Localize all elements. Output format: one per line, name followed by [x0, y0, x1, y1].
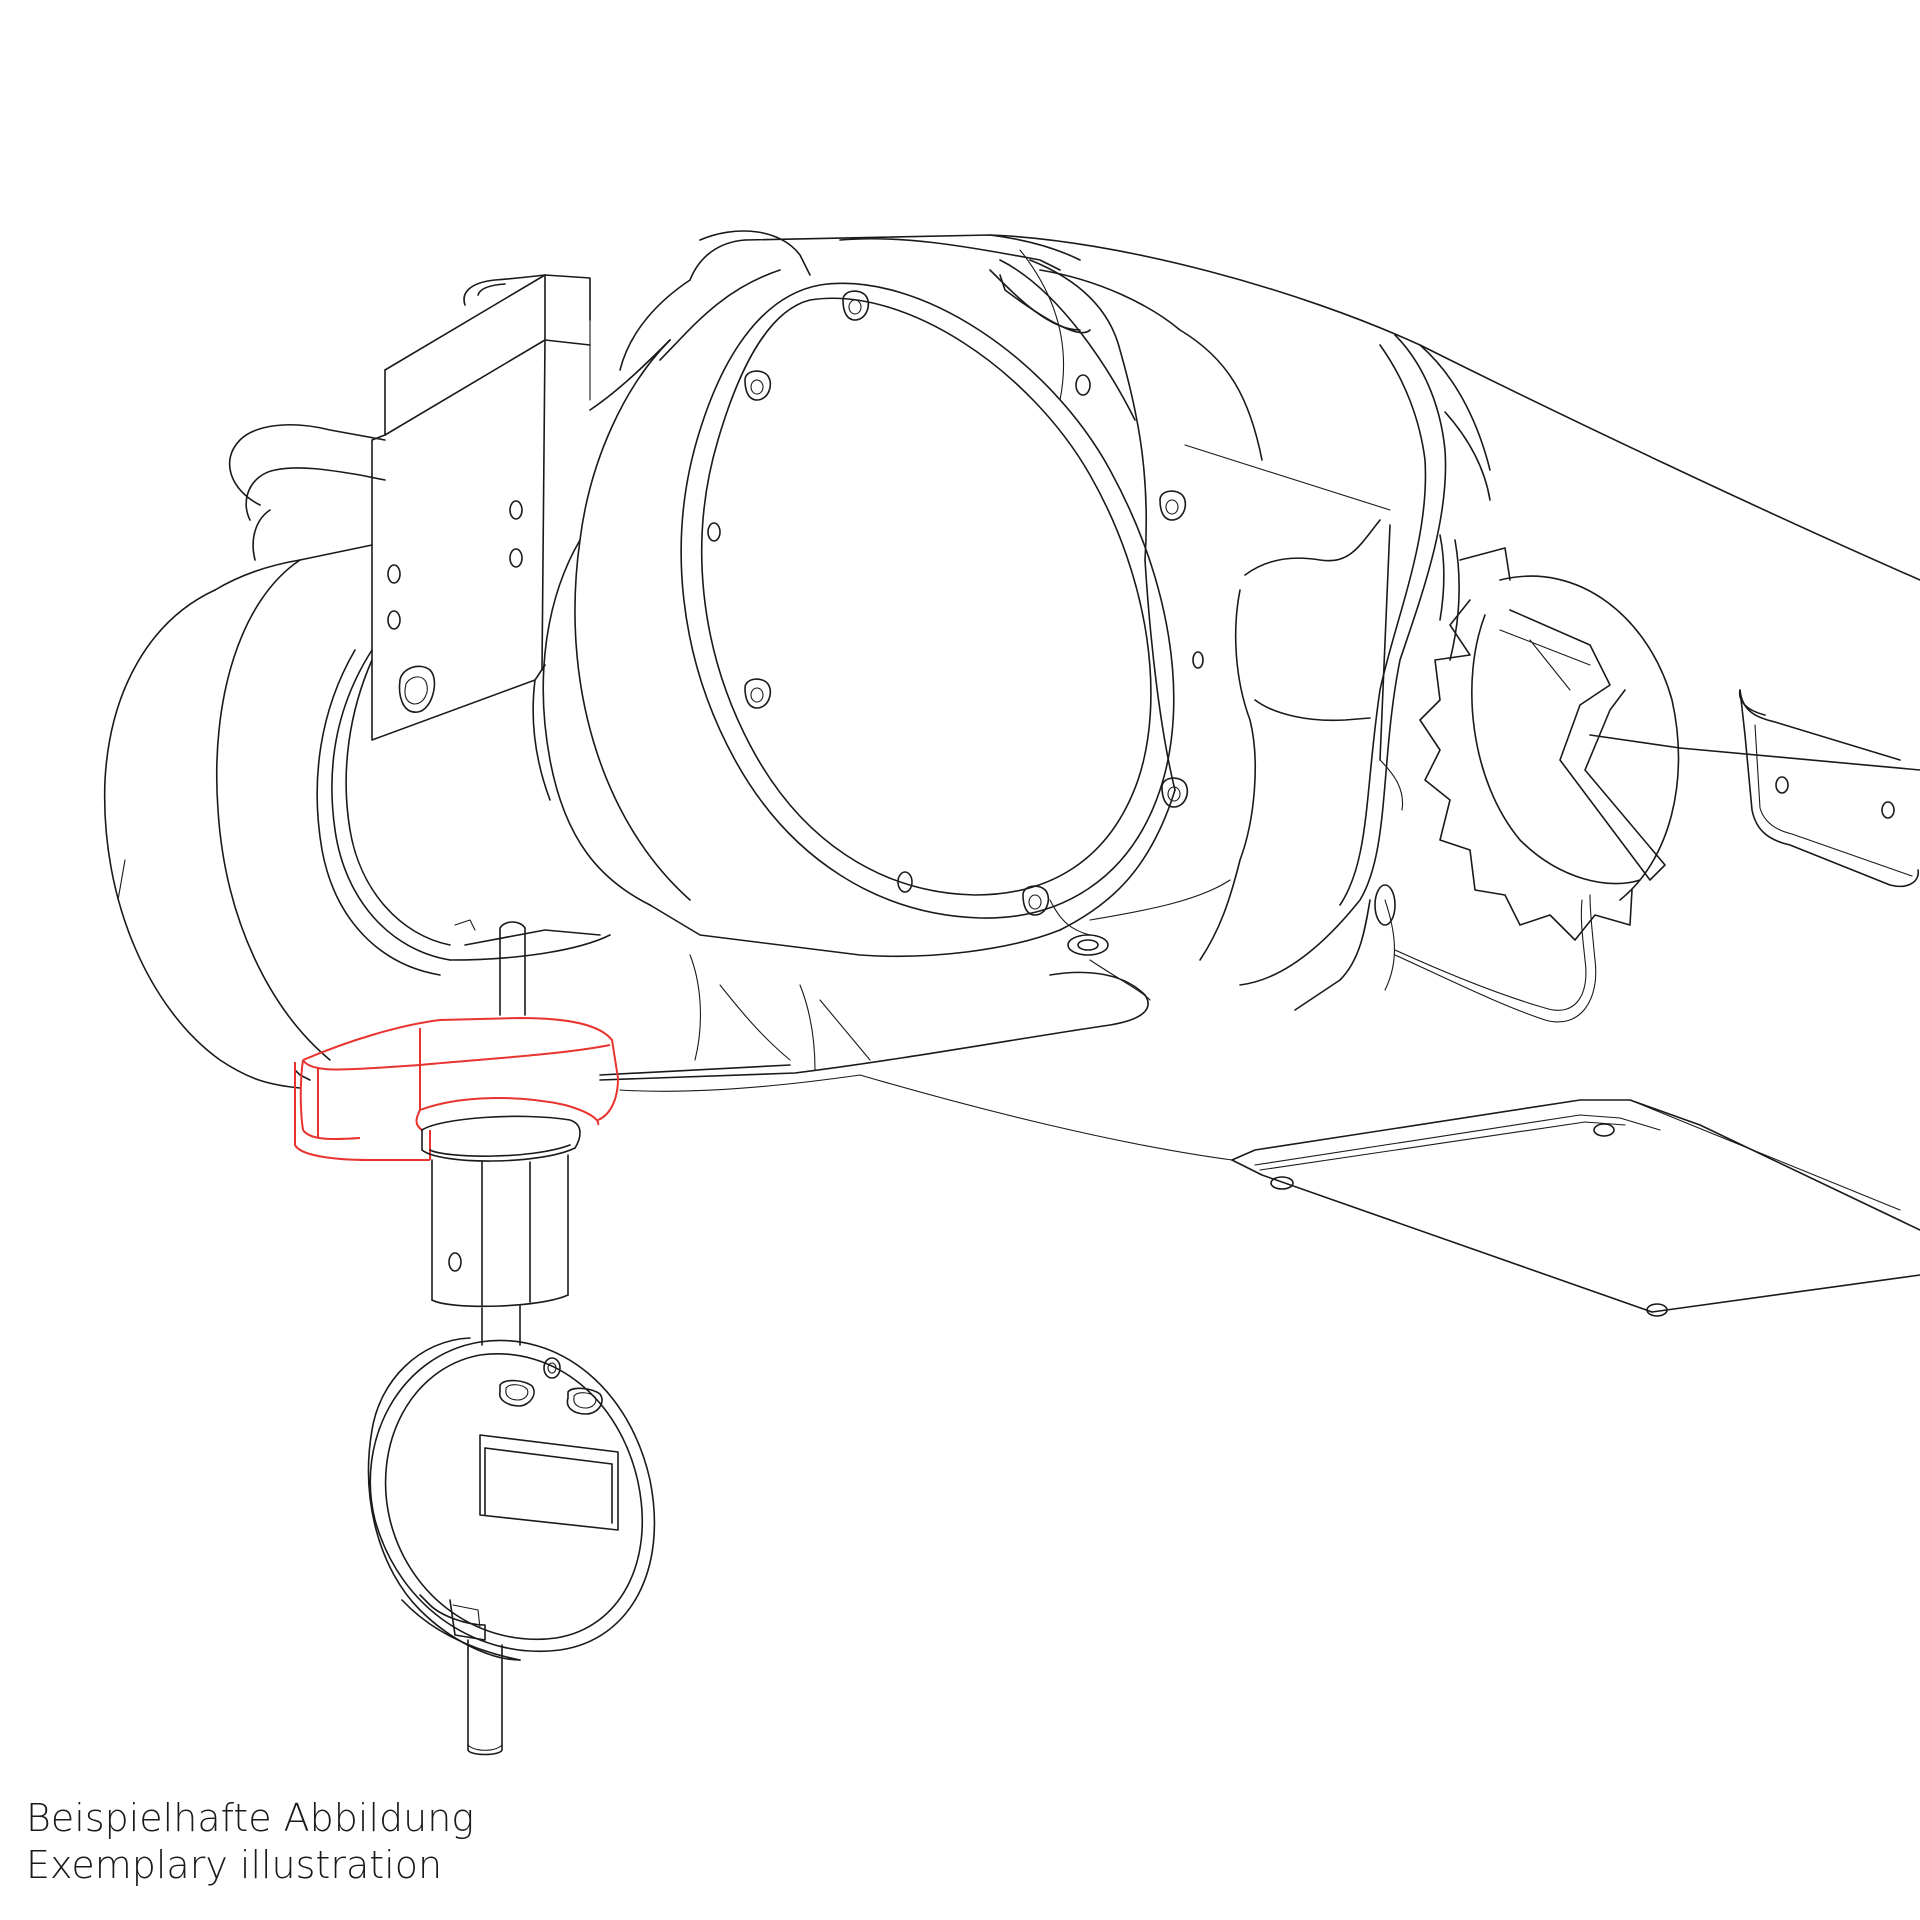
gear-bracket	[1419, 575, 1680, 941]
lower-link	[599, 934, 1151, 1092]
dial-indicator	[367, 1337, 656, 1756]
flange-screws	[707, 290, 1204, 916]
flange-disc	[532, 230, 1231, 958]
upper-arm-housing	[989, 234, 1920, 771]
wrist-block	[371, 274, 591, 741]
elbow-joint	[1039, 269, 1597, 1023]
lcd-display	[479, 1434, 619, 1531]
base-plate	[859, 1074, 1920, 1317]
indicator-buttons	[498, 1357, 603, 1415]
caption-german: Beispielhafte Abbildung	[26, 1796, 475, 1840]
caption-english: Exemplary illustration	[26, 1843, 443, 1887]
indicator-holder	[421, 921, 581, 1346]
wrist-cylinder	[103, 424, 611, 1089]
slot-cover	[1738, 689, 1919, 888]
highlighted-clamp	[294, 1017, 619, 1161]
figure-caption: Beispielhafte Abbildung Exemplary illust…	[26, 1795, 474, 1889]
